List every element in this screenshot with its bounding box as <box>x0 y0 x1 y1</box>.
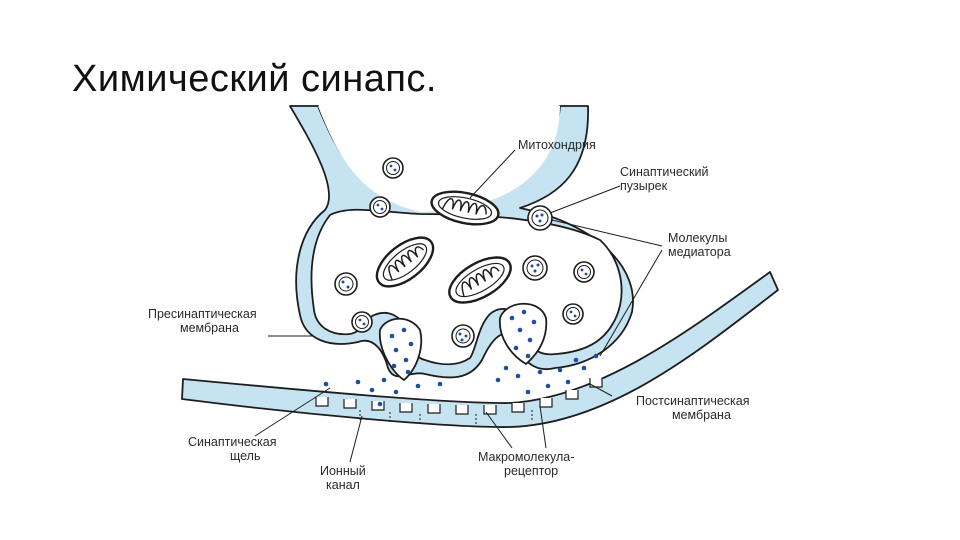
vesicle <box>335 273 357 295</box>
label-synaptic-vesicle: Синаптический <box>620 165 709 179</box>
label-mitochondria: Митохондрия <box>518 138 596 152</box>
label-synaptic-vesicle-line2: пузырек <box>620 179 668 193</box>
label-synaptic-cleft-line2: щель <box>230 449 261 463</box>
label-ion-channel-line2: канал <box>326 478 360 492</box>
vesicle <box>452 325 474 347</box>
label-mediator-molecules-line2: медиатора <box>668 245 731 259</box>
label-mediator-molecules: Молекулы <box>668 231 727 245</box>
label-receptor: Макромолекула- <box>478 450 574 464</box>
label-synaptic-cleft: Синаптическая <box>188 435 277 449</box>
label-presynaptic-membrane: Пресинаптическая <box>148 307 257 321</box>
label-receptor-line2: рецептор <box>504 464 558 478</box>
label-postsynaptic-membrane: Постсинаптическая <box>636 394 750 408</box>
label-ion-channel: Ионный <box>320 464 366 478</box>
label-presynaptic-membrane-line2: мембрана <box>180 321 239 335</box>
label-postsynaptic-membrane-line2: мембрана <box>672 408 731 422</box>
